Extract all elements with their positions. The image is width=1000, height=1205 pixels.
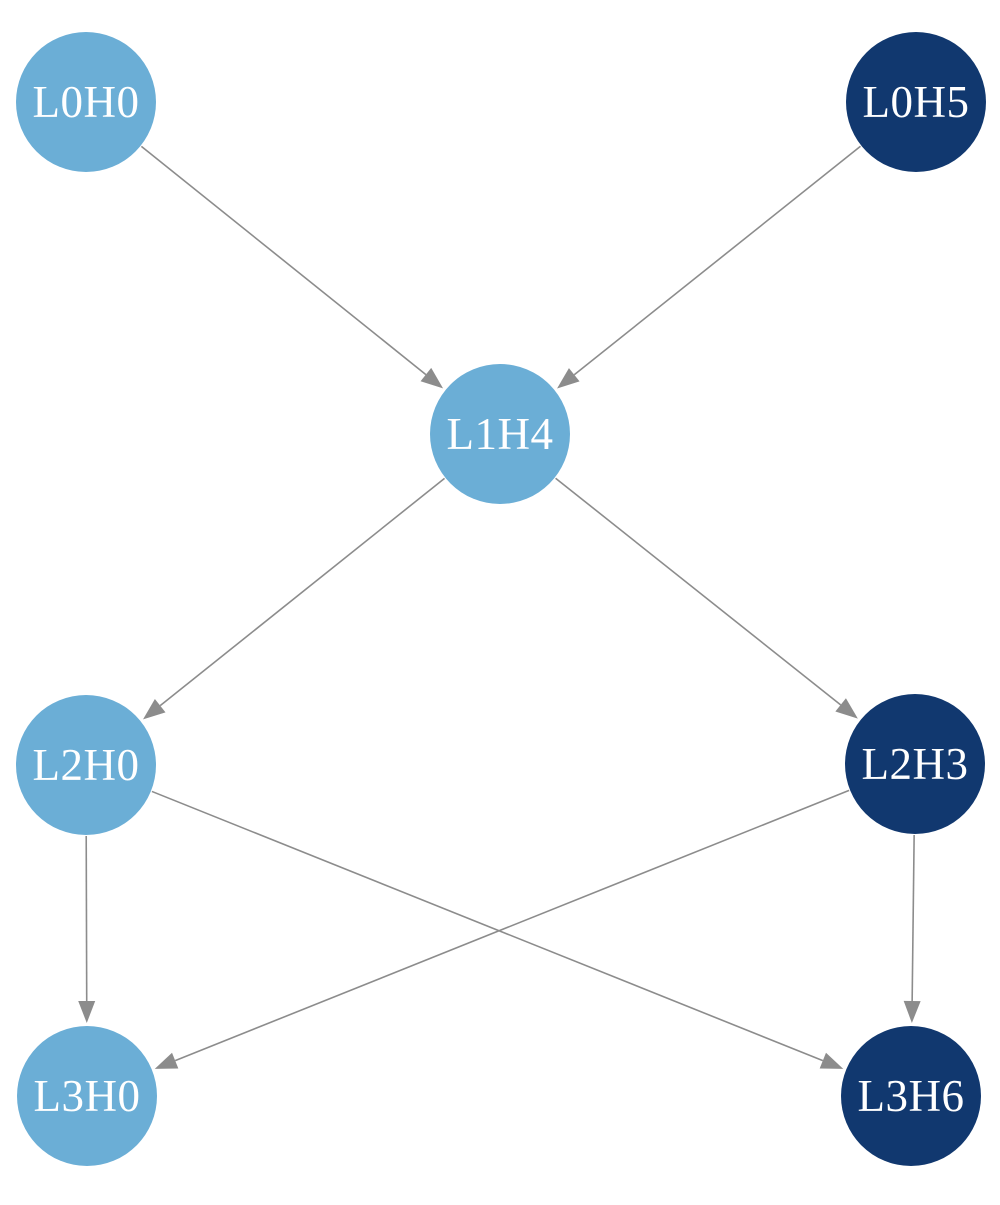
arrowhead-icon xyxy=(820,1053,844,1069)
arrowhead-icon xyxy=(835,698,858,718)
arrowhead-icon xyxy=(143,699,165,719)
edge-line xyxy=(141,146,425,374)
node-label: L3H6 xyxy=(858,1071,965,1121)
edge-line xyxy=(152,791,823,1060)
node-label: L2H0 xyxy=(33,740,140,790)
arrowhead-icon xyxy=(155,1053,179,1069)
node-label: L1H4 xyxy=(447,409,554,459)
edge-line xyxy=(574,146,860,374)
edge-line xyxy=(556,478,841,705)
edge-L2H0-L3H0 xyxy=(78,836,95,1023)
arrowhead-icon xyxy=(421,368,443,388)
edge-line xyxy=(160,478,444,705)
node-label: L2H3 xyxy=(862,739,969,789)
node-L2H0: L2H0 xyxy=(16,695,156,835)
arrowhead-icon xyxy=(904,1001,921,1023)
edge-L1H4-L2H0 xyxy=(143,478,445,719)
node-L3H6: L3H6 xyxy=(841,1026,981,1166)
node-label: L3H0 xyxy=(34,1071,141,1121)
edge-L0H0-L1H4 xyxy=(141,146,443,388)
arrowhead-icon xyxy=(557,368,579,388)
edge-line xyxy=(175,790,849,1060)
arrowhead-icon xyxy=(78,1001,95,1023)
edge-layer xyxy=(78,146,920,1069)
edge-L1H4-L2H3 xyxy=(556,478,858,718)
node-L0H5: L0H5 xyxy=(846,32,986,172)
node-label: L0H0 xyxy=(33,77,140,127)
node-label: L0H5 xyxy=(863,77,970,127)
edge-L2H3-L3H0 xyxy=(155,790,849,1068)
node-L3H0: L3H0 xyxy=(17,1026,157,1166)
edge-L0H5-L1H4 xyxy=(557,146,860,388)
node-L2H3: L2H3 xyxy=(845,694,985,834)
edge-line xyxy=(912,835,914,1001)
node-L1H4: L1H4 xyxy=(430,364,570,504)
edge-L2H0-L3H6 xyxy=(152,791,843,1068)
edge-L2H3-L3H6 xyxy=(904,835,921,1023)
node-L0H0: L0H0 xyxy=(16,32,156,172)
